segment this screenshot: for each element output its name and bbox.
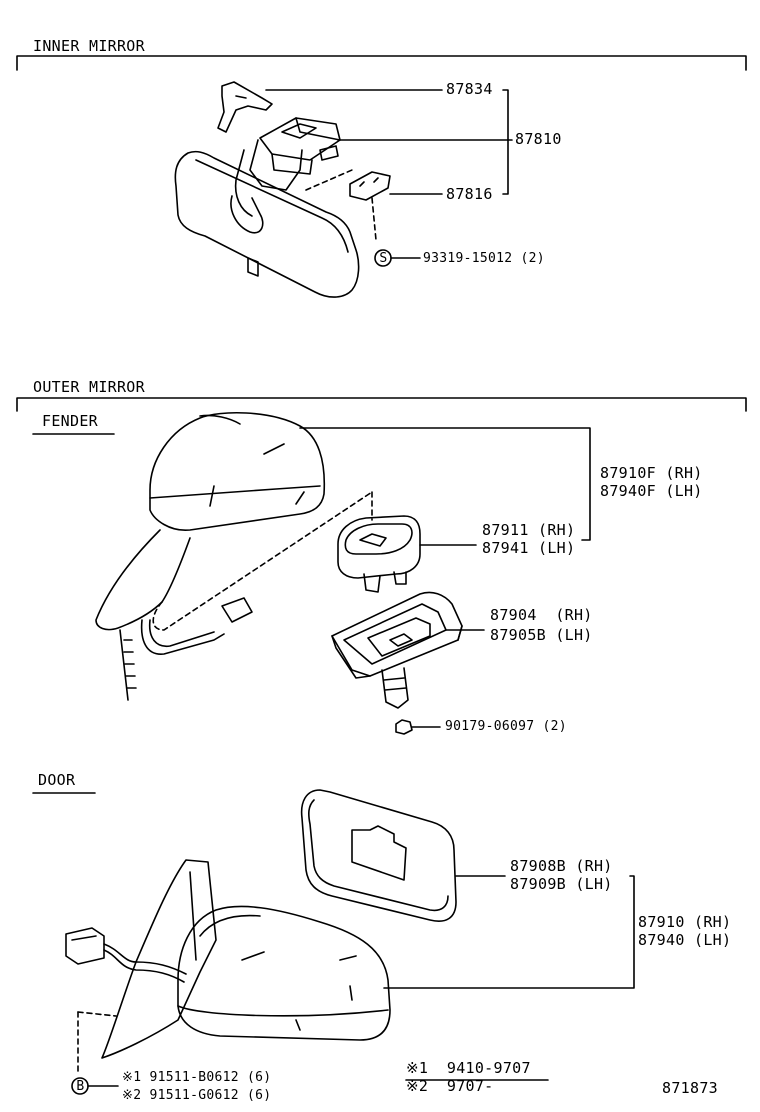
part-87834: 87834 [446, 80, 493, 98]
figure-number: 871873 [662, 1079, 718, 1097]
note-1: ※1 9410-9707 [406, 1059, 531, 1077]
door-mirror-drawing [65, 789, 635, 1095]
fender-mirror-drawing [95, 412, 591, 735]
part-87911: 87911 (RH) [482, 521, 576, 539]
part-87904: 87904 (RH) [490, 606, 593, 624]
part-87940: 87940 (LH) [638, 931, 732, 949]
part-90179-06097: 90179-06097 (2) [445, 719, 567, 734]
screw-symbol: S [379, 251, 388, 266]
inner-mirror-drawing [174, 81, 513, 298]
outer-mirror-heading: OUTER MIRROR [33, 378, 145, 396]
part-87810: 87810 [515, 130, 562, 148]
part-87908b: 87908B (RH) [510, 857, 613, 875]
part-87910: 87910 (RH) [638, 913, 732, 931]
part-91511-b0612: ※1 91511-B0612 (6) [122, 1070, 272, 1085]
inner-mirror-frame [16, 55, 747, 71]
part-87816: 87816 [446, 185, 493, 203]
door-heading: DOOR [38, 771, 76, 789]
part-91511-g0612: ※2 91511-G0612 (6) [122, 1088, 272, 1103]
part-87910f: 87910F (RH) [600, 464, 703, 482]
part-87940f: 87940F (LH) [600, 482, 703, 500]
bolt-symbol: B [76, 1079, 85, 1094]
fender-heading: FENDER [42, 412, 98, 430]
part-87905b: 87905B (LH) [490, 626, 593, 644]
outer-mirror-frame [16, 397, 747, 412]
part-87909b: 87909B (LH) [510, 875, 613, 893]
part-87941: 87941 (LH) [482, 539, 576, 557]
note-2: ※2 9707- [406, 1077, 494, 1095]
part-93319-15012: 93319-15012 (2) [423, 251, 545, 266]
inner-mirror-heading: INNER MIRROR [33, 37, 145, 55]
